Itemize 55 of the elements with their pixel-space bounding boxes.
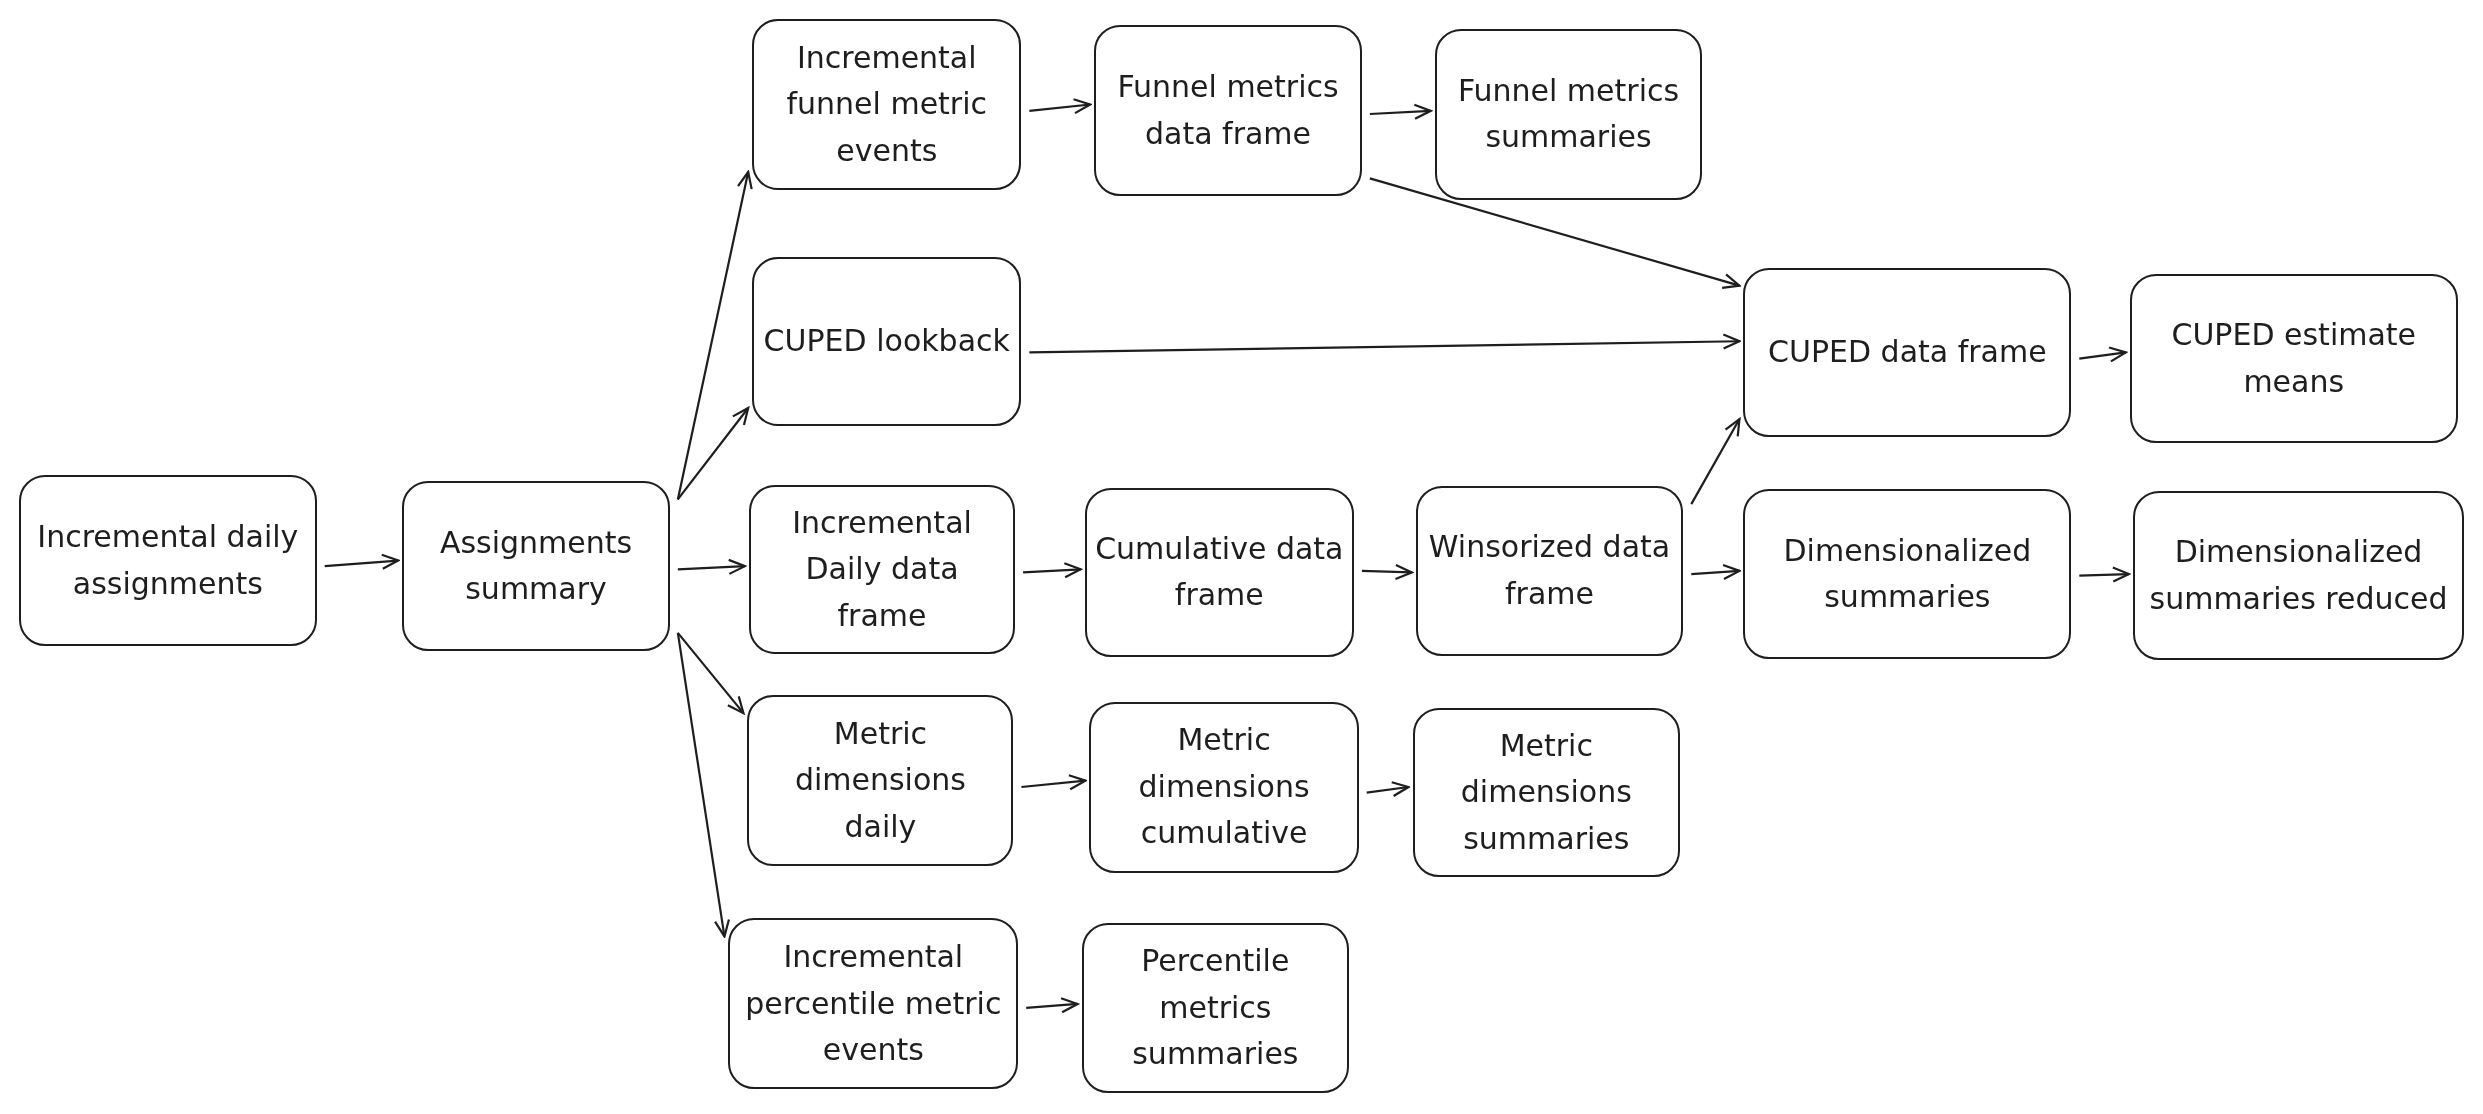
- node-label: Metric dimensions summaries: [1459, 726, 1633, 858]
- process-box: [1434, 28, 1703, 200]
- arrow: [324, 553, 400, 570]
- arrow: [1366, 781, 1410, 798]
- process-box: [1412, 707, 1681, 878]
- node-label: Incremental Daily data frame: [791, 503, 973, 635]
- node-label: Metric dimensions daily: [793, 714, 967, 846]
- node-label: Incremental daily assignments: [36, 518, 300, 603]
- process-box: [752, 256, 1022, 426]
- process-box: [2133, 490, 2464, 661]
- process-box: [1094, 25, 1362, 197]
- arrow: [1026, 997, 1079, 1014]
- process-box: [749, 484, 1016, 654]
- arrow: [1369, 103, 1432, 120]
- node-label: Metric dimensions cumulative: [1137, 721, 1311, 853]
- arrow: [2079, 566, 2131, 583]
- process-box: [752, 19, 1022, 190]
- process-box: [1084, 487, 1354, 658]
- arrow: [1029, 98, 1092, 115]
- node-label: Funnel metrics summaries: [1456, 71, 1681, 156]
- process-box: [1081, 923, 1350, 1093]
- arrow: [1021, 774, 1087, 791]
- process-box: [1415, 486, 1684, 656]
- node-label: Incremental funnel metric events: [785, 38, 989, 170]
- arrow: [2079, 346, 2127, 363]
- node-label: Assignments summary: [438, 523, 634, 609]
- arrow: [676, 406, 750, 501]
- process-box: [1743, 489, 2072, 659]
- node-label: Dimensionalized summaries reduced: [2148, 533, 2449, 618]
- arrow: [677, 632, 745, 715]
- arrow: [1690, 417, 1741, 505]
- process-box: [1089, 701, 1359, 873]
- node-label: Percentile metrics summaries: [1131, 942, 1300, 1074]
- process-box: [728, 918, 1019, 1090]
- process-box: [19, 475, 317, 647]
- process-box: [2129, 273, 2458, 444]
- process-box: [1743, 267, 2072, 438]
- arrow: [1023, 562, 1082, 579]
- node-label: CUPED lookback: [762, 322, 1011, 360]
- node-label: CUPED estimate means: [2170, 316, 2418, 401]
- arrow: [676, 170, 753, 500]
- node-label: Funnel metrics data frame: [1116, 68, 1340, 153]
- process-box: [402, 481, 670, 651]
- node-label: CUPED data frame: [1767, 333, 2048, 372]
- arrow: [1369, 177, 1741, 289]
- process-box: [747, 695, 1014, 867]
- node-label: Cumulative data frame: [1094, 529, 1345, 615]
- node-label: Winsorized data frame: [1427, 528, 1672, 613]
- node-label: Incremental percentile metric events: [744, 938, 1003, 1070]
- arrow: [1361, 563, 1413, 581]
- arrow: [676, 632, 730, 938]
- node-label: Dimensionalized summaries: [1782, 531, 2033, 617]
- arrow: [1029, 333, 1741, 354]
- arrow: [1691, 563, 1741, 580]
- arrow: [677, 558, 747, 575]
